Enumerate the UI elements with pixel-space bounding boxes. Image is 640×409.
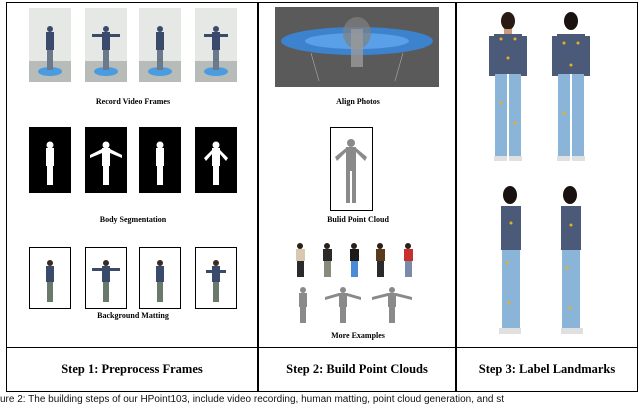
substep-more-examples-label: More Examples (259, 331, 457, 340)
side-view-left-figure (499, 186, 521, 334)
front-view-figure (489, 12, 527, 161)
step1-title: Step 1: Preprocess Frames (7, 362, 257, 377)
substep-matting-label: Background Matting (7, 311, 259, 320)
more-examples-figures (259, 3, 457, 333)
side-view-right-figure (561, 186, 583, 334)
step3-title: Step 3: Label Landmarks (457, 362, 637, 377)
back-view-figure (552, 12, 590, 161)
step2-title: Step 2: Build Point Clouds (259, 362, 455, 377)
landmark-figures (457, 3, 639, 348)
step3-panel: Step 3: Label Landmarks (456, 2, 638, 392)
figure-caption: ure 2: The building steps of our HPoint1… (0, 394, 640, 405)
matting-persons (7, 3, 259, 313)
step1-panel: Record Video Frames Body Segmentation Ba… (6, 2, 258, 392)
step2-panel: Align Photos Bulid Point Cloud More Exam… (258, 2, 456, 392)
